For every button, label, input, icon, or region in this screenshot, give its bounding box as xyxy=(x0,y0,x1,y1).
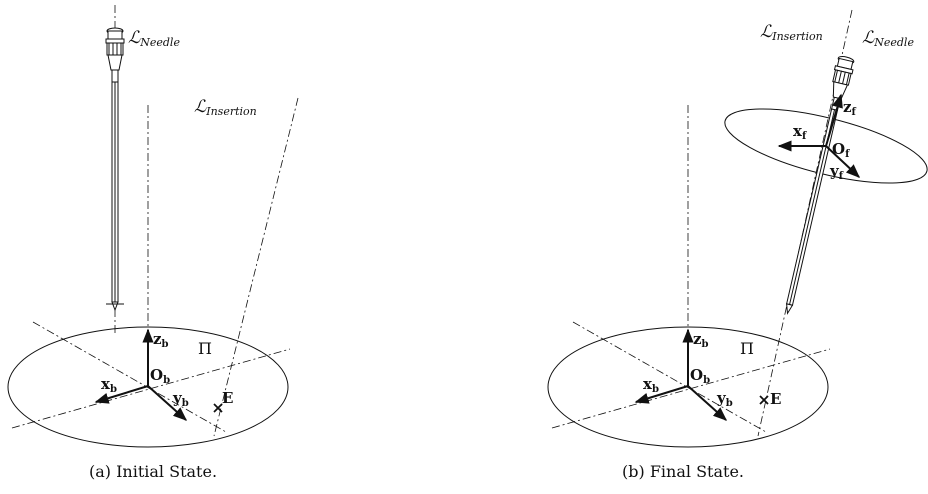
plane-label-a: Π xyxy=(198,339,212,358)
axis-x-arrow-a xyxy=(94,385,149,404)
axis-x-label-b: xb xyxy=(643,375,659,395)
insertion-line-a xyxy=(213,97,299,437)
tool-origin-label: Of xyxy=(832,140,850,160)
axis-x-arrow-b xyxy=(634,385,689,404)
origin-label-b: Ob xyxy=(690,366,710,386)
plane-ellipse-b xyxy=(547,326,829,448)
plane-ellipse-a xyxy=(7,326,289,448)
entry-point-label-b: E xyxy=(770,390,781,408)
axis-z-label-b: zb xyxy=(693,330,709,350)
entry-point-marker-b xyxy=(759,395,769,405)
entry-point-label-a: E xyxy=(222,389,233,407)
needle-line-label-a: ℒNeedle xyxy=(128,28,180,49)
insertion-line-label-b: ℒInsertion xyxy=(760,22,823,43)
axis-x-label-a: xb xyxy=(101,375,117,395)
tool-axis-z-label: zf xyxy=(843,98,857,118)
plane-axis-line-a1 xyxy=(32,321,227,433)
needle-b xyxy=(786,56,855,315)
tool-axis-z-arrow xyxy=(825,93,843,147)
plane-axis-line-b1 xyxy=(572,321,767,433)
tool-axis-y-arrow xyxy=(825,145,861,178)
origin-label-a: Ob xyxy=(150,366,170,386)
panel-a: ℒNeedle ℒInsertion Π zb Ob xb yb E xyxy=(7,5,299,448)
tool-axis-y-label: yf xyxy=(829,162,844,182)
tool-axis-x-label: xf xyxy=(793,122,807,142)
insertion-line-label-a: ℒInsertion xyxy=(194,97,257,118)
axis-y-arrow-b xyxy=(687,385,728,421)
entry-point-marker-a xyxy=(213,403,223,413)
needle-line-label-b: ℒNeedle xyxy=(862,28,914,49)
panel-b: ℒInsertion ℒNeedle Π zb Ob xb yb E zf xf xyxy=(547,9,928,448)
insertion-line-b xyxy=(757,9,853,437)
caption-b: (b) Final State. xyxy=(622,462,744,481)
axis-y-arrow-a xyxy=(147,385,188,421)
axis-y-label-b: yb xyxy=(716,389,733,409)
axis-y-label-a: yb xyxy=(172,389,189,409)
plane-label-b: Π xyxy=(740,339,754,358)
axis-z-label-a: zb xyxy=(153,330,169,350)
needle-a xyxy=(105,27,125,312)
caption-a: (a) Initial State. xyxy=(88,462,218,481)
